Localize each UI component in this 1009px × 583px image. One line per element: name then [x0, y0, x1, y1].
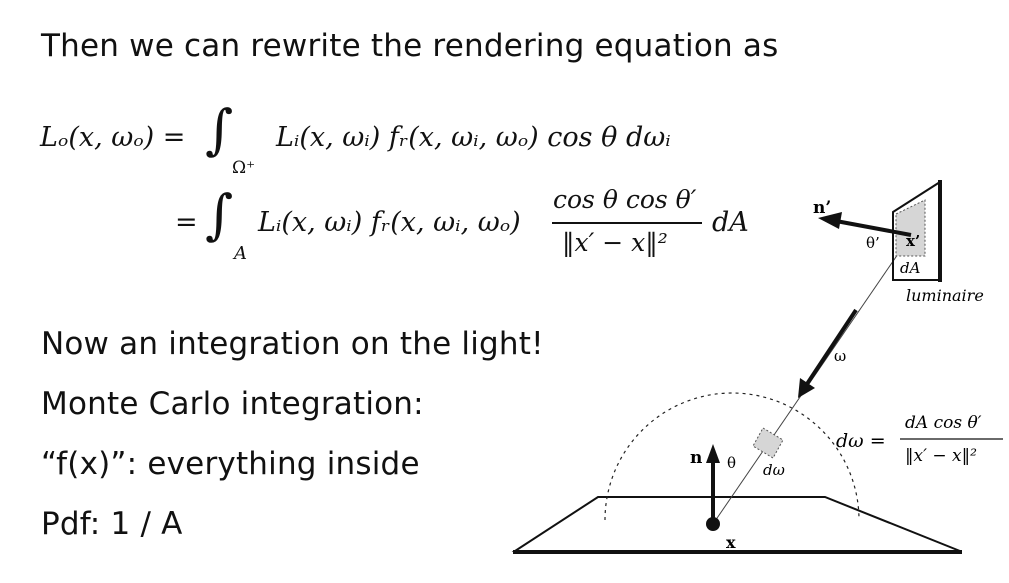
domega-formula-lhs: dω =: [836, 430, 886, 452]
omega-arrow: [805, 308, 858, 386]
normal-arrowhead: [706, 444, 720, 463]
point-x: [706, 517, 720, 531]
label-dA: dA: [900, 259, 921, 277]
label-theta: θ: [727, 454, 736, 472]
equation-line1-integrand: Lᵢ(x, ωᵢ) fᵣ(x, ωᵢ, ωₒ) cos θ dωᵢ: [276, 122, 671, 153]
bullet-4: Pdf: 1 / A: [41, 506, 183, 542]
dA-patch: [895, 199, 926, 257]
fraction-bar: [552, 222, 702, 224]
label-x-prime: x’: [906, 232, 920, 250]
equation-line2-eq: =: [175, 207, 198, 238]
integral-sign-2: ∫: [205, 183, 234, 246]
equation-line2-tail: dA: [712, 207, 749, 238]
label-omega: ω: [834, 347, 846, 365]
intro-text: Then we can rewrite the rendering equati…: [41, 28, 779, 64]
bullet-1: Now an integration on the light!: [41, 326, 544, 362]
integral-sign-1: ∫: [205, 98, 234, 161]
equation-lhs: Lₒ(x, ωₒ) =: [40, 122, 186, 153]
fraction-denominator: ‖x′ − x‖²: [562, 228, 668, 257]
label-theta-prime: θ’: [866, 234, 880, 252]
label-domega: dω: [763, 461, 785, 479]
domega-formula-num: dA cos θ′: [905, 413, 982, 433]
n-prime-arrowhead: [818, 212, 842, 229]
domega-formula-den: ‖x′ − x‖²: [905, 446, 977, 466]
fraction-numerator: cos θ cos θ′: [553, 185, 697, 214]
integral-domain-1: Ω⁺: [232, 158, 256, 178]
integral-domain-2: A: [234, 243, 247, 264]
domega-patch: [752, 427, 784, 459]
n-prime-arrow: [835, 219, 912, 237]
omega-arrowhead: [798, 378, 815, 398]
hemisphere-arc: [604, 392, 860, 521]
bullet-3: “f(x)”: everything inside: [41, 446, 420, 482]
label-luminaire: luminaire: [906, 286, 984, 305]
bullet-2: Monte Carlo integration:: [41, 386, 424, 422]
ground-plane: [511, 496, 961, 552]
label-x: x: [726, 533, 736, 552]
label-n-prime: n’: [813, 198, 831, 218]
label-n: n: [690, 448, 702, 468]
equation-line2-integrand: Lᵢ(x, ωᵢ) fᵣ(x, ωᵢ, ωₒ): [258, 207, 521, 238]
